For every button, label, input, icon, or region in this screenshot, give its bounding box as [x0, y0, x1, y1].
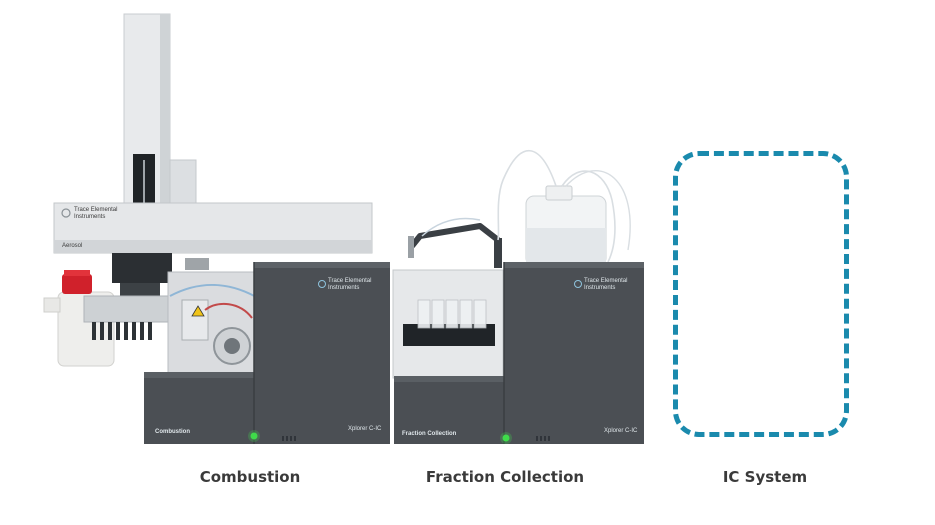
- warning-triangle-icon: [191, 305, 205, 317]
- combustion-model-label: Xplorer C-IC: [348, 426, 382, 432]
- ic-system-placeholder: [673, 151, 849, 437]
- fraction-model-label: Xplorer C-IC: [604, 428, 638, 434]
- caption-ic-system: IC System: [722, 468, 808, 486]
- status-led-icon: [500, 432, 512, 444]
- caption-fraction-collection: Fraction Collection: [425, 468, 585, 486]
- combustion-brand-sub: Instruments: [328, 285, 359, 291]
- brand-logo-icon: [61, 208, 71, 218]
- fraction-brand-name: Trace Elemental: [584, 278, 627, 284]
- combustion-brand-name: Trace Elemental: [328, 278, 371, 284]
- brand-logo-icon: [574, 280, 582, 288]
- fraction-collector-top: [392, 217, 504, 379]
- beam-brand-name: Trace Elemental: [74, 207, 117, 213]
- sample-tray: [83, 295, 171, 340]
- caption-combustion: Combustion: [199, 468, 301, 486]
- fraction-cabinet: [394, 262, 644, 444]
- combustion-panel-label: Combustion: [155, 429, 190, 435]
- autosampler-badge: Aerosol: [62, 243, 82, 249]
- status-led-icon: [248, 430, 260, 442]
- combustion-cabinet: [144, 262, 390, 444]
- brand-logo-icon: [318, 280, 326, 288]
- fraction-panel-label: Fraction Collection: [402, 431, 457, 437]
- beam-brand-sub: Instruments: [74, 214, 105, 220]
- autosampler-arm: [53, 13, 373, 297]
- eluent-bottle: [497, 150, 631, 267]
- furnace-section: [167, 271, 259, 375]
- fraction-brand-sub: Instruments: [584, 285, 615, 291]
